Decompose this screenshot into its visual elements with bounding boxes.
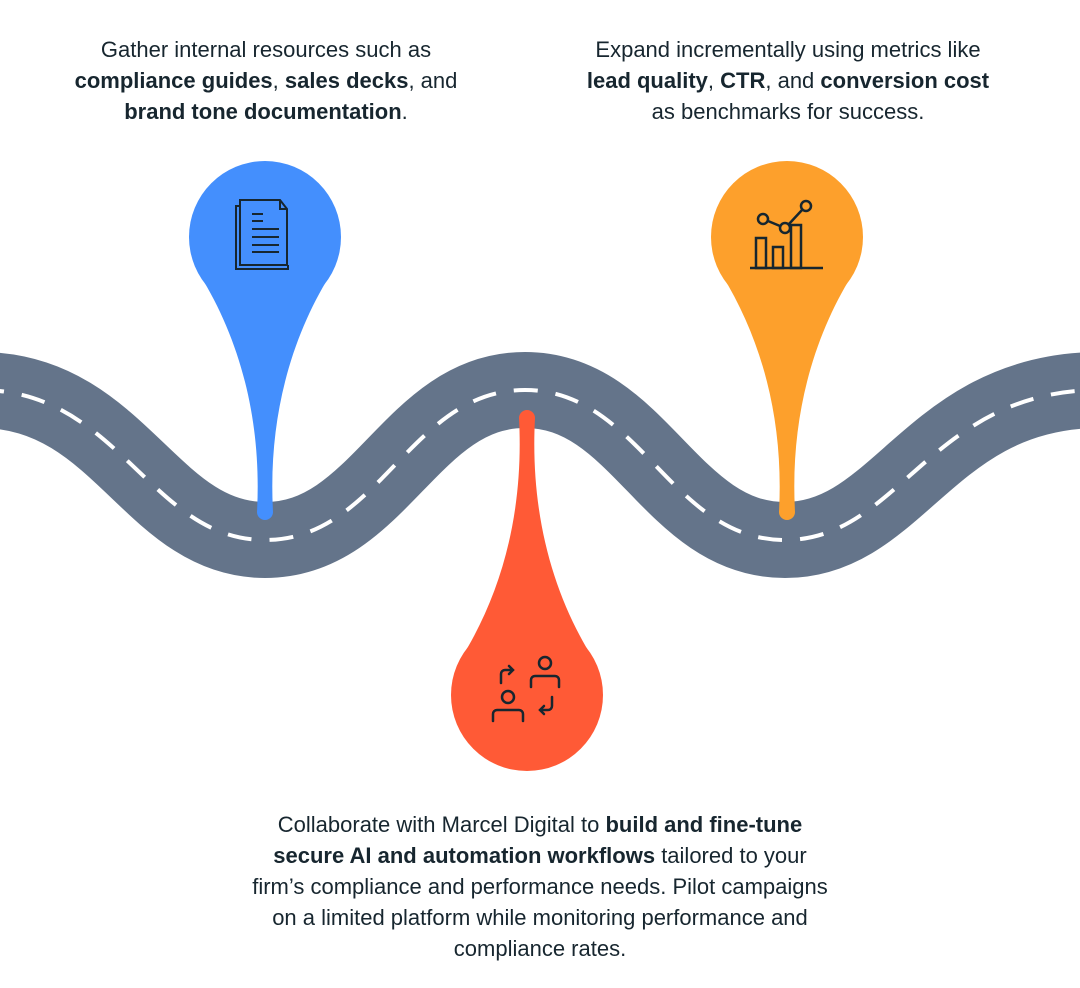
emphasis-text: compliance guides (74, 68, 273, 93)
emphasis-text: sales decks (284, 68, 409, 93)
body-text: Gather internal resources such as (100, 37, 432, 62)
step-gather-description: Gather internal resources such as compli… (60, 34, 472, 127)
step-expand-description: Expand incrementally using metrics like … (578, 34, 998, 127)
bar-chart-trend-icon (750, 199, 823, 270)
collaboration-exchange-icon (491, 655, 561, 723)
emphasis-text: lead quality (586, 68, 708, 93)
documents-icon (235, 199, 289, 270)
emphasis-text: CTR (720, 68, 766, 93)
emphasis-text: build and fine-tune secure AI and automa… (273, 812, 803, 868)
body-text: , (707, 68, 721, 93)
body-text: , and (765, 68, 821, 93)
body-text: . (401, 99, 408, 124)
emphasis-text: conversion cost (820, 68, 990, 93)
body-text: as benchmarks for success. (651, 99, 925, 124)
pin-step-expand (711, 161, 863, 520)
body-text: Expand incrementally using metrics like (595, 37, 981, 62)
pin-step-gather (189, 161, 341, 520)
road-lane-markings (0, 387, 1080, 543)
body-text: , (272, 68, 285, 93)
body-text: Collaborate with Marcel Digital to (277, 812, 606, 837)
body-text: tailored to your firm’s compliance and p… (252, 843, 828, 961)
step-collaborate-description: Collaborate with Marcel Digital to build… (246, 809, 834, 964)
pin-step-collaborate (451, 410, 603, 771)
emphasis-text: brand tone documentation (124, 99, 402, 124)
body-text: , and (408, 68, 458, 93)
